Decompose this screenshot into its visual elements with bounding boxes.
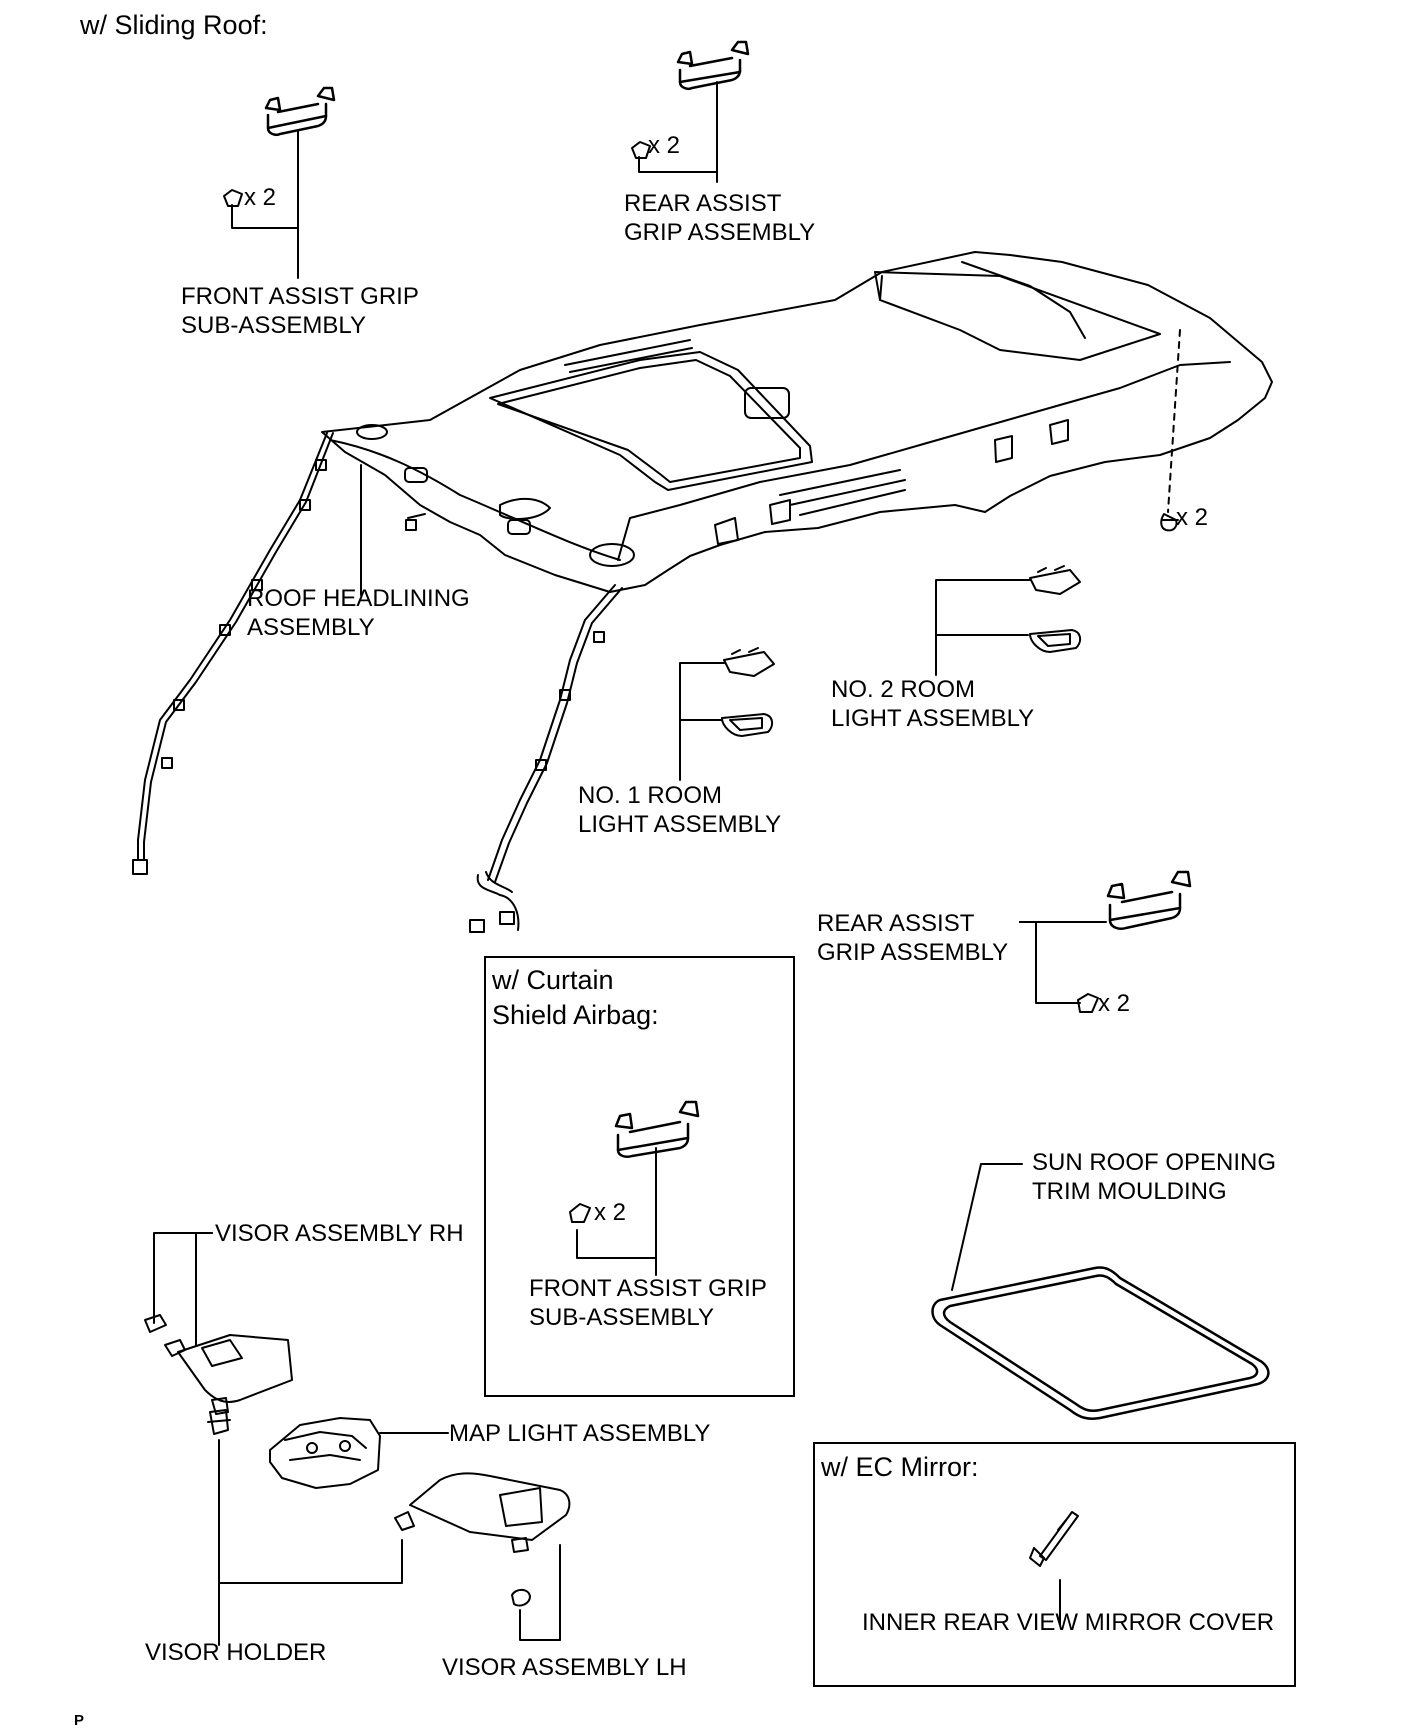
rear-grip-clip-qty-right: x 2 xyxy=(1098,990,1131,1017)
front-grip-clip-qty: x 2 xyxy=(244,184,277,211)
inner-mirror-cover-icon xyxy=(1029,1511,1079,1567)
inner-mirror-cover-label: INNER REAR VIEW MIRROR COVER xyxy=(862,1609,1275,1636)
visor-rh-icon xyxy=(144,1314,293,1415)
curtain-airbag-heading: w/ Curtain Shield Airbag: xyxy=(492,965,659,1030)
map-light-label: MAP LIGHT ASSEMBLY xyxy=(449,1420,711,1447)
visor-holder-label: VISOR HOLDER xyxy=(145,1639,327,1666)
curtain-airbag-harness-icon xyxy=(132,432,623,933)
leader-lines xyxy=(153,81,1181,1646)
clip-icons xyxy=(223,141,1179,1223)
roof-headlining-label: ROOF HEADLINING ASSEMBLY xyxy=(247,585,470,641)
ec-mirror-heading: w/ EC Mirror: xyxy=(821,1452,979,1482)
rear-assist-grip-top-label: REAR ASSIST GRIP ASSEMBLY xyxy=(624,190,816,246)
rear-assist-grip-icon xyxy=(676,40,750,90)
visor-holder-icon xyxy=(207,1409,231,1435)
headlining-clip-qty: x 2 xyxy=(1176,504,1209,531)
front-assist-grip-label: FRONT ASSIST GRIP SUB-ASSEMBLY xyxy=(181,283,419,339)
curtain-airbag-box xyxy=(484,956,795,1397)
no1-room-light-label: NO. 1 ROOM LIGHT ASSEMBLY xyxy=(578,782,782,838)
rear-grip-clip-qty-top: x 2 xyxy=(648,132,681,159)
no2-room-light-icon xyxy=(1029,565,1082,653)
ec-mirror-box xyxy=(813,1442,1296,1687)
footer-mark: P xyxy=(74,1712,85,1729)
visor-lh-icon xyxy=(394,1472,571,1607)
sun-roof-trim-label: SUN ROOF OPENING TRIM MOULDING xyxy=(1032,1149,1277,1205)
front-assist-grip-airbag-icon xyxy=(614,1100,700,1158)
front-assist-grip-airbag-label: FRONT ASSIST GRIP SUB-ASSEMBLY xyxy=(529,1275,767,1331)
roof-headlining-icon xyxy=(321,251,1273,593)
no1-room-light-icon xyxy=(721,647,775,737)
map-light-icon xyxy=(269,1417,381,1489)
front-grip-clip-qty-airbag: x 2 xyxy=(594,1199,627,1226)
no2-room-light-label: NO. 2 ROOM LIGHT ASSEMBLY xyxy=(831,676,1035,732)
visor-rh-label: VISOR ASSEMBLY RH xyxy=(215,1220,464,1247)
rear-assist-grip-right-icon xyxy=(1106,870,1192,930)
rear-assist-grip-right-label: REAR ASSIST GRIP ASSEMBLY xyxy=(817,910,1009,966)
sliding-roof-heading: w/ Sliding Roof: xyxy=(80,10,268,40)
sun-roof-trim-icon xyxy=(931,1266,1270,1420)
front-assist-grip-icon xyxy=(264,86,336,136)
visor-lh-label: VISOR ASSEMBLY LH xyxy=(442,1654,687,1681)
